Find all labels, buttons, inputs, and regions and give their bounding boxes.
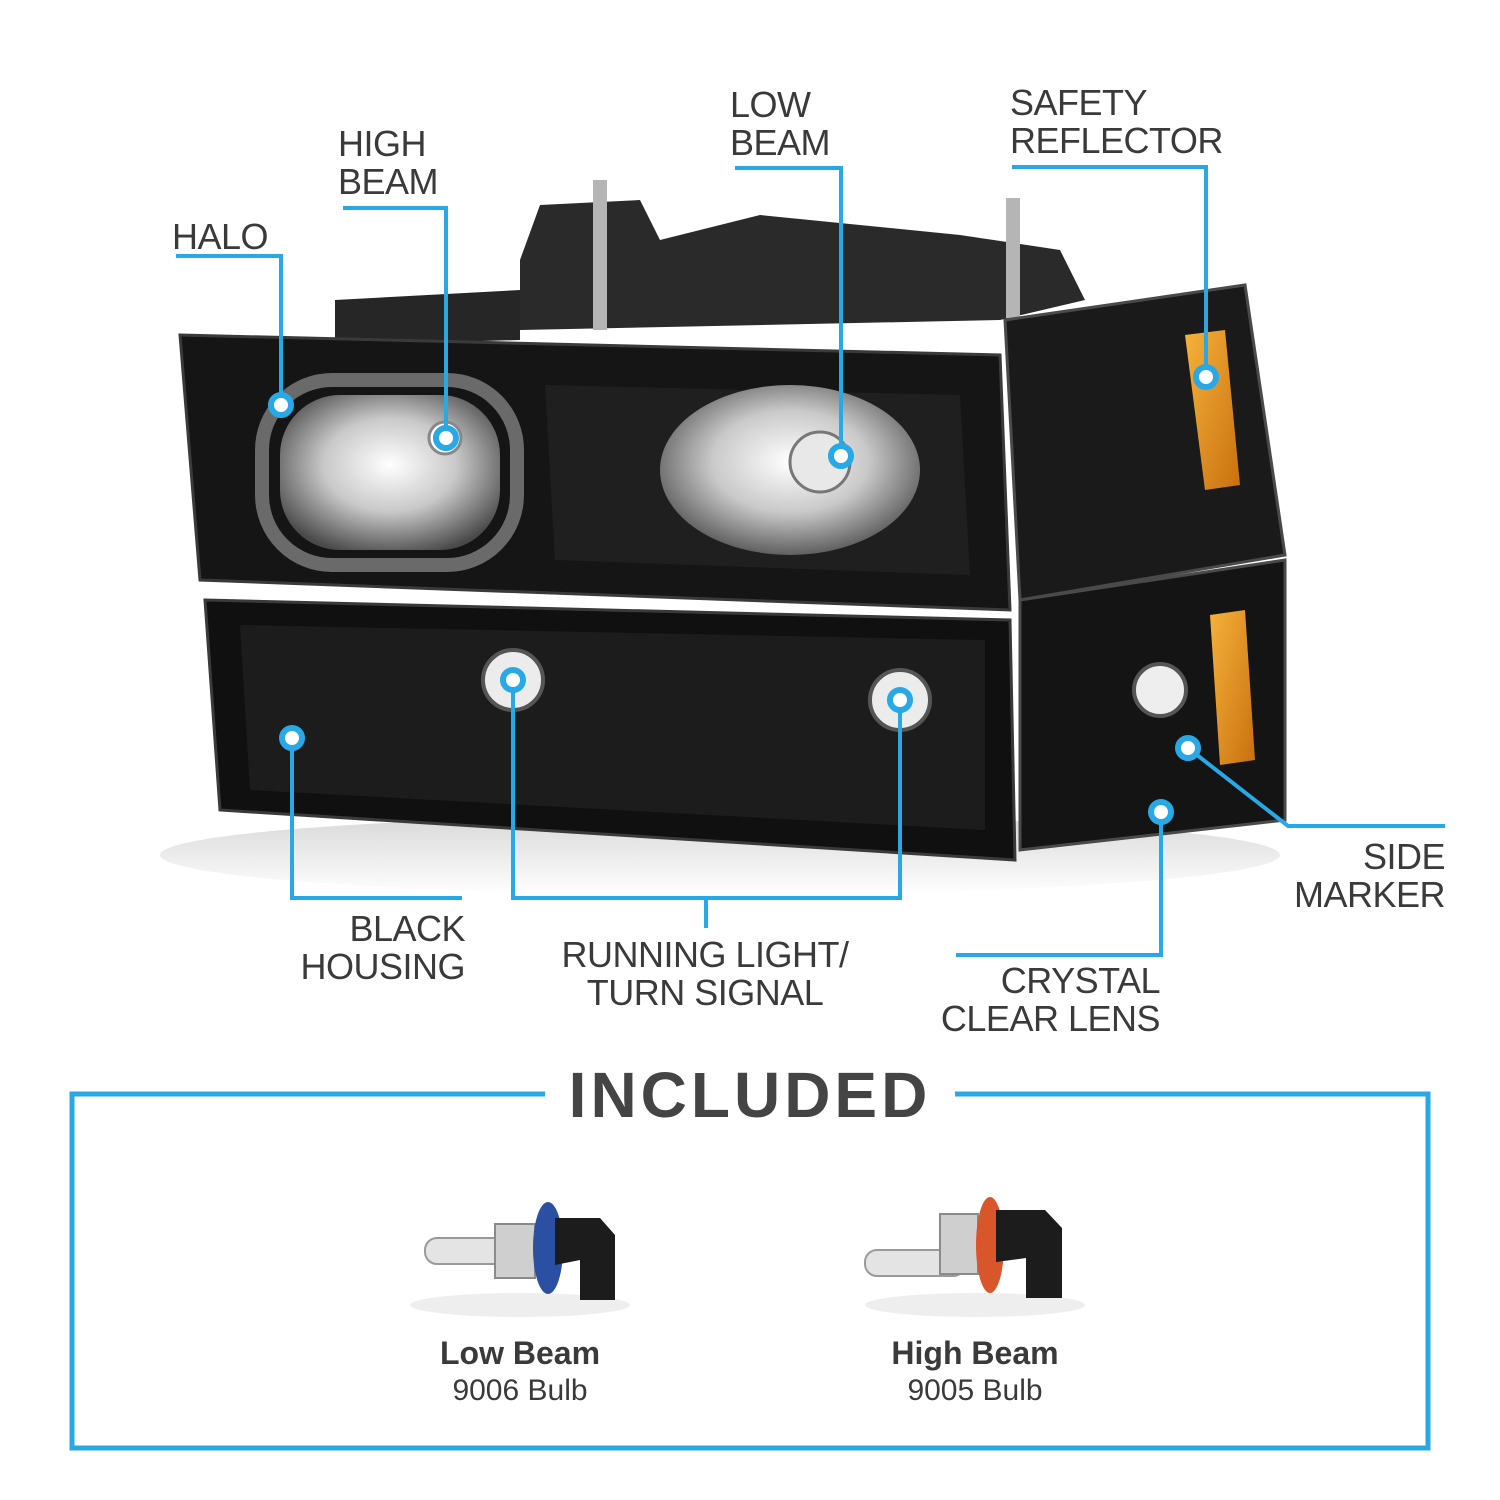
black-housing-label-line-1: BLACK [349, 908, 465, 949]
high-beam-bulb-name: High Beam [891, 1335, 1059, 1371]
side-marker-label-line-2: MARKER [1293, 874, 1446, 915]
included-box [69, 1091, 1431, 1451]
running-light-label-line-1: RUNNING LIGHT/ [561, 934, 849, 975]
included-title: INCLUDED [545, 1058, 955, 1132]
high-beam-bulb-caption: High Beam 9005 Bulb [825, 1333, 1125, 1409]
high-beam-label-line-2: BEAM [338, 161, 439, 202]
high-beam-leader [343, 206, 448, 438]
crystal-clear-lens-label: CRYSTAL CLEAR LENS [930, 960, 1161, 1039]
black-housing-leader [290, 738, 462, 900]
black-housing-label: BLACK HOUSING [265, 910, 465, 986]
high-beam-bulb-image [864, 1197, 1085, 1317]
halo-label-line-1: HALO [172, 216, 269, 257]
low-beam-bulb-caption: Low Beam 9006 Bulb [370, 1333, 670, 1409]
safety-reflector-dot [1193, 364, 1219, 390]
safety-reflector-label-line-2: REFLECTOR [1010, 120, 1223, 161]
low-beam-label-line-1: LOW [730, 84, 811, 125]
crystal-lens-dot [1148, 799, 1174, 825]
black-housing-dot [279, 725, 305, 751]
running-light-label-line-2: TURN SIGNAL [586, 972, 824, 1013]
mounting-stud-left [593, 180, 607, 330]
mounting-bracket [520, 200, 1085, 330]
high-beam-reflector [280, 395, 500, 550]
low-beam-label: LOW BEAM [730, 84, 831, 163]
crystal-clear-lens-label-line-2: CLEAR LENS [940, 998, 1161, 1039]
side-marker-label: SIDE MARKER [1245, 836, 1446, 915]
high-beam-dot [433, 425, 459, 451]
mounting-stud-right [1006, 198, 1020, 318]
low-beam-bulb-image [410, 1202, 630, 1317]
low-beam-bulb-name: Low Beam [439, 1335, 601, 1371]
crystal-lens-leader [956, 812, 1163, 957]
high-beam-bulb-type: 9005 Bulb [907, 1374, 1043, 1407]
halo-label: HALO [172, 216, 269, 257]
low-beam-label-line-2: BEAM [730, 122, 831, 163]
running-light-dot-right [887, 687, 913, 713]
crystal-clear-lens-label-line-1: CRYSTAL [1000, 960, 1161, 1001]
high-beam-label: HIGH BEAM [338, 123, 439, 202]
low-beam-dot [828, 443, 854, 469]
leader-dots [268, 364, 1219, 825]
side-marker-dot [1175, 735, 1201, 761]
low-beam-leader [735, 166, 843, 456]
running-light-dot-left [500, 667, 526, 693]
corner-lamp-upper [1003, 283, 1287, 602]
side-marker-label-line-1: SIDE [1362, 836, 1446, 877]
safety-reflector-leader [1012, 165, 1208, 377]
black-housing-label-line-2: HOUSING [300, 946, 465, 987]
side-marker-amber [1210, 610, 1255, 765]
high-beam-label-line-1: HIGH [338, 123, 427, 164]
leader-lines [176, 165, 1445, 957]
safety-reflector-label-line-1: SAFETY [1010, 82, 1148, 123]
low-beam-bulb-type: 9006 Bulb [452, 1374, 588, 1407]
halo-dot [268, 392, 294, 418]
halo-leader [176, 254, 283, 405]
halo-ring [255, 373, 524, 572]
safety-reflector-label: SAFETY REFLECTOR [1010, 84, 1223, 160]
side-marker-leader [1186, 746, 1445, 828]
running-light-label: RUNNING LIGHT/ TURN SIGNAL [555, 936, 855, 1012]
